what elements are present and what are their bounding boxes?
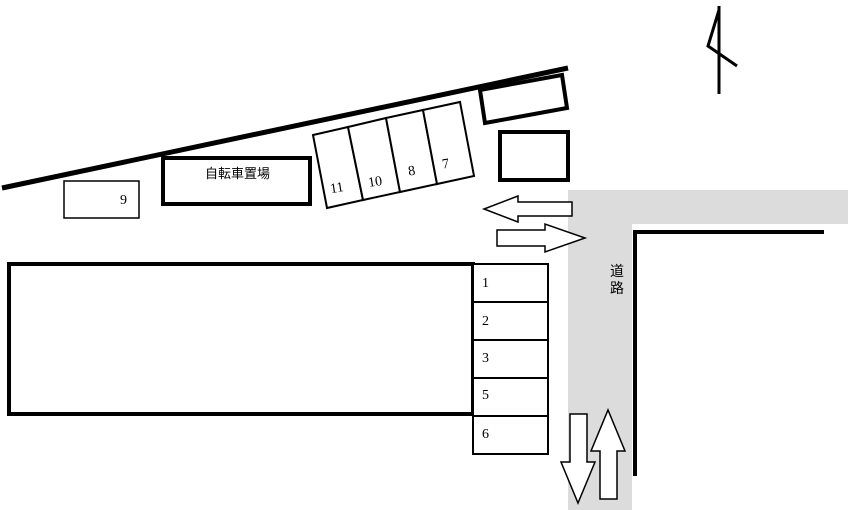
arrow-left-icon xyxy=(481,194,573,224)
parking-space-1 xyxy=(472,263,549,303)
structure-square-block xyxy=(498,130,570,182)
arrow-up-icon xyxy=(589,408,627,500)
parking-space-7 xyxy=(421,100,476,186)
angled-parking-spaces xyxy=(311,100,476,210)
north-arrow-icon xyxy=(706,6,738,94)
parking-space-3 xyxy=(472,339,549,379)
parking-space-7-label: 7 xyxy=(441,157,450,173)
parking-space-5-label: 5 xyxy=(482,388,489,403)
parking-space-5 xyxy=(472,377,549,417)
parking-space-9 xyxy=(63,180,140,219)
parking-space-3-label: 3 xyxy=(482,351,489,366)
parking-space-1-label: 1 xyxy=(482,276,489,291)
arrow-down-icon xyxy=(559,413,597,505)
parking-space-10-label: 10 xyxy=(367,174,383,191)
arrow-right-icon xyxy=(496,222,588,254)
property-boundary-line xyxy=(1,65,569,191)
parking-space-9-label: 9 xyxy=(120,193,127,208)
main-building xyxy=(7,262,475,416)
bicycle-parking-label: 自転車置場 xyxy=(205,167,270,182)
parking-space-6 xyxy=(472,415,549,455)
parking-space-column xyxy=(472,263,549,455)
road-edge-line xyxy=(633,230,824,476)
bicycle-parking xyxy=(161,156,312,206)
traffic-direction-arrows xyxy=(481,194,627,505)
parking-space-11-label: 11 xyxy=(329,180,345,197)
road-label-char-2: 路 xyxy=(610,281,624,297)
parking-space-2-label: 2 xyxy=(482,314,489,329)
road-label-char-1: 道 xyxy=(610,264,624,280)
parking-space-8-label: 8 xyxy=(407,164,416,180)
parking-space-2 xyxy=(472,301,549,341)
structure-tilted-block xyxy=(477,72,570,126)
parking-space-6-label: 6 xyxy=(482,427,489,442)
